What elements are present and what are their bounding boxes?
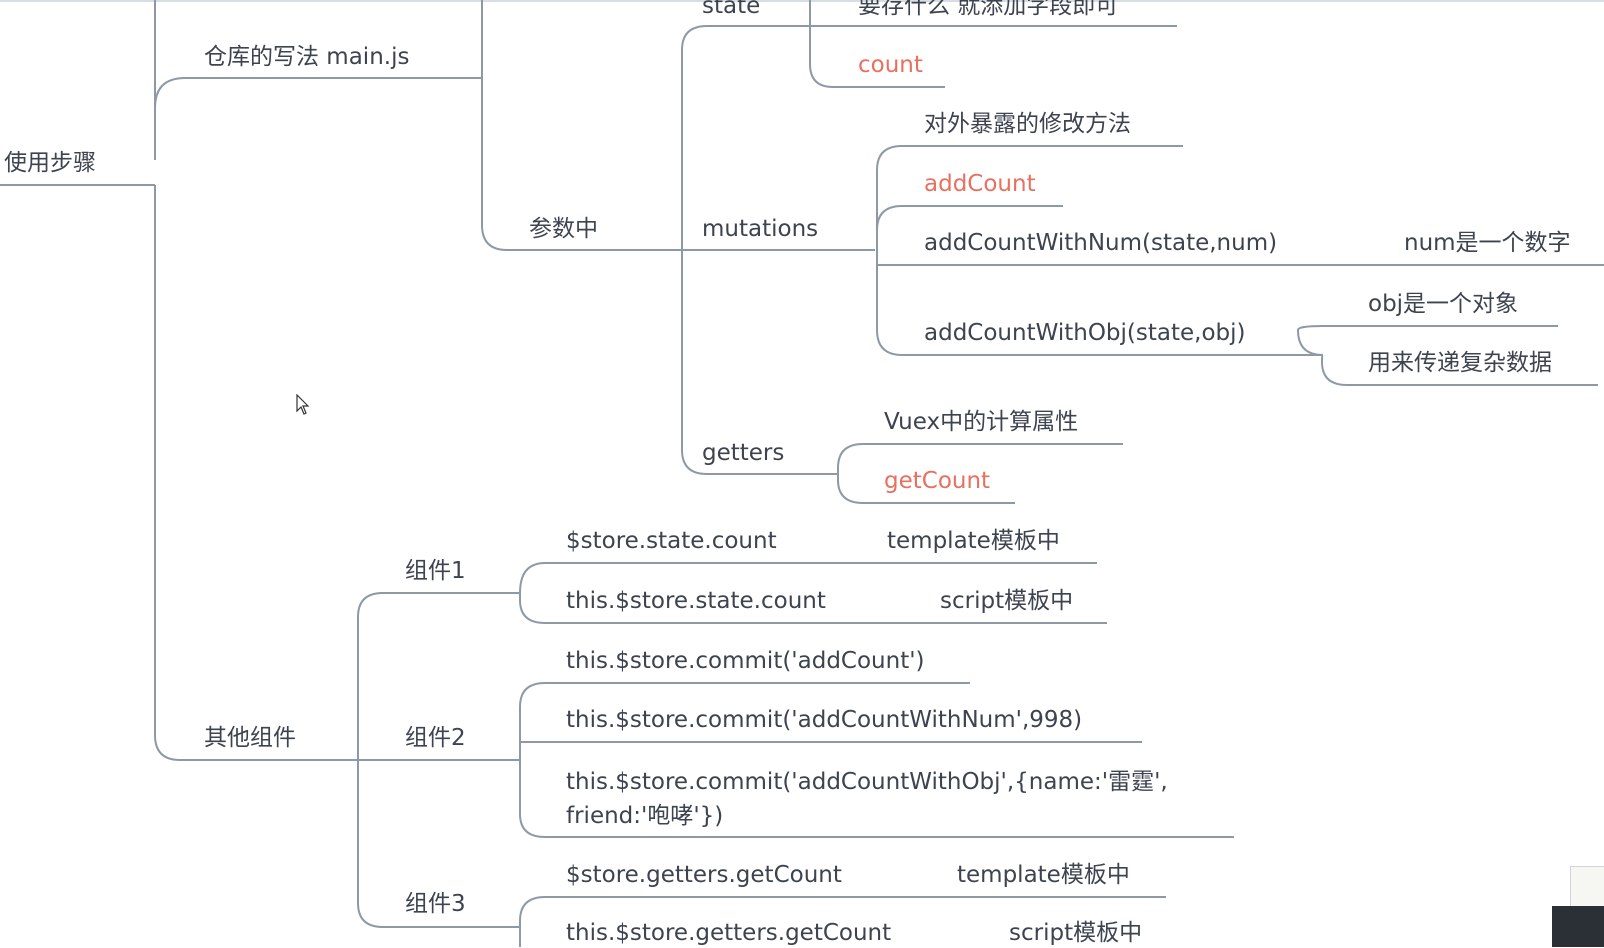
node-mutations-note[interactable]: 对外暴露的修改方法	[924, 111, 1131, 137]
node-c3-script[interactable]: this.$store.getters.getCount	[566, 920, 892, 946]
node-c3-script-note[interactable]: script模板中	[1009, 920, 1143, 946]
node-params[interactable]: 参数中	[529, 216, 598, 242]
node-get-count[interactable]: getCount	[884, 468, 991, 494]
node-c2-commit2[interactable]: this.$store.commit('addCountWithNum',998…	[566, 707, 1083, 733]
preview-thumbnail[interactable]	[1570, 866, 1604, 908]
node-obj-usage[interactable]: 用来传递复杂数据	[1368, 350, 1552, 376]
node-getters-note[interactable]: Vuex中的计算属性	[884, 409, 1079, 435]
node-c2-commit3[interactable]: this.$store.commit('addCountWithObj',{na…	[566, 769, 1168, 829]
node-getters[interactable]: getters	[702, 440, 785, 466]
node-store-setup[interactable]: 仓库的写法 main.js	[204, 44, 410, 70]
node-add-count-num[interactable]: addCountWithNum(state,num)	[924, 230, 1278, 256]
node-component3[interactable]: 组件3	[405, 891, 466, 917]
node-component1[interactable]: 组件1	[405, 558, 466, 584]
node-usage-steps[interactable]: 使用步骤	[4, 150, 96, 176]
terminal-thumbnail[interactable]	[1552, 906, 1604, 947]
node-other-components[interactable]: 其他组件	[204, 725, 296, 751]
top-border	[0, 0, 1604, 2]
node-c1-script[interactable]: this.$store.state.count	[566, 588, 826, 614]
node-c2-commit1[interactable]: this.$store.commit('addCount')	[566, 648, 925, 674]
node-component2[interactable]: 组件2	[405, 725, 466, 751]
node-add-count[interactable]: addCount	[924, 171, 1036, 197]
node-state-count[interactable]: count	[858, 52, 923, 78]
node-add-count-obj[interactable]: addCountWithObj(state,obj)	[924, 320, 1246, 346]
node-c3-template-note[interactable]: template模板中	[957, 862, 1130, 888]
node-c1-template-note[interactable]: template模板中	[887, 528, 1060, 554]
node-c1-script-note[interactable]: script模板中	[940, 588, 1074, 614]
node-mutations[interactable]: mutations	[702, 216, 819, 242]
mouse-cursor-icon	[296, 394, 310, 415]
node-num-note[interactable]: num是一个数字	[1404, 230, 1571, 256]
node-state-note[interactable]: 要存什么 就添加字段即可	[858, 0, 1119, 19]
node-state[interactable]: state	[702, 0, 761, 19]
node-c1-template[interactable]: $store.state.count	[566, 528, 777, 554]
node-obj-note[interactable]: obj是一个对象	[1368, 291, 1519, 317]
node-c3-template[interactable]: $store.getters.getCount	[566, 862, 842, 888]
